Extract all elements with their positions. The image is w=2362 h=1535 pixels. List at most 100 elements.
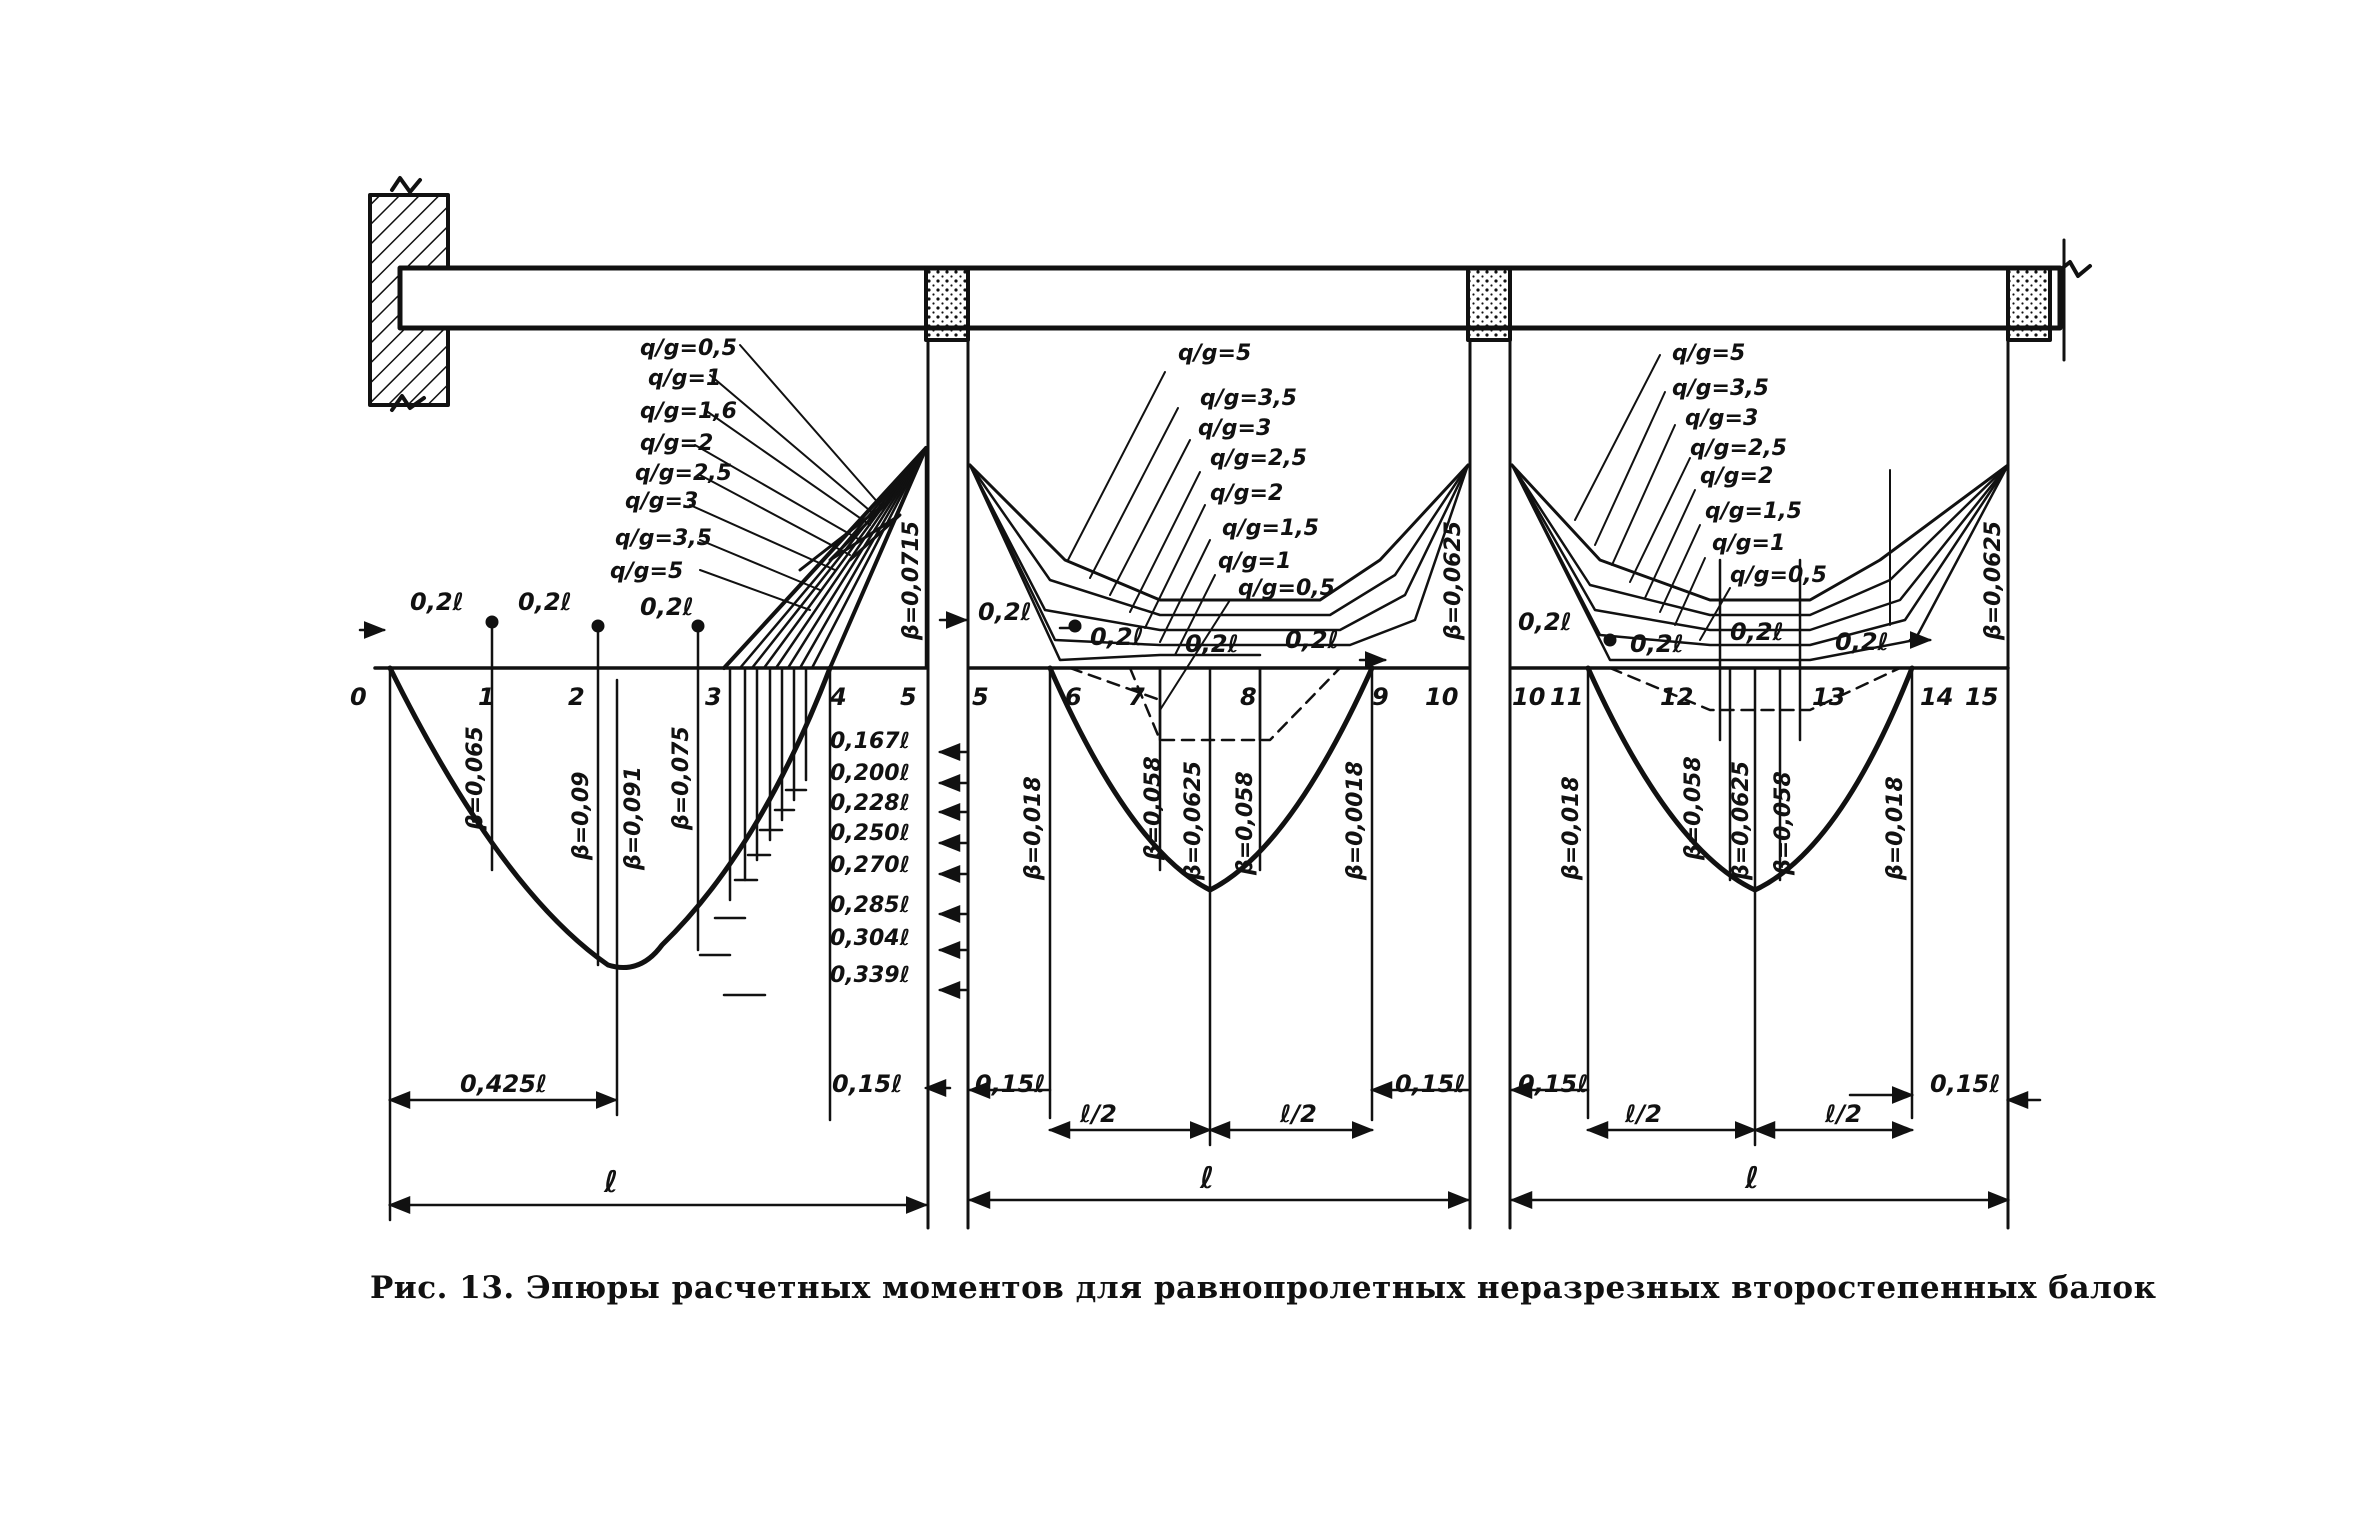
beta-label: β=0,018	[1883, 776, 1908, 881]
point-label: 9	[1372, 683, 1389, 711]
dimension-label: ℓ	[603, 1165, 618, 1200]
dimension-label: ℓ/2	[1079, 1100, 1117, 1128]
beta-label: β=0,0018	[1343, 761, 1368, 881]
wall-break-top	[390, 176, 422, 194]
span2-beta-labels: β=0,018 β=0,058 β=0,0625 β=0,058 β=0,001…	[1021, 521, 1466, 881]
dimension-label: 0,15ℓ	[1518, 1070, 1589, 1098]
segment-label: 0,2ℓ	[1285, 626, 1339, 654]
ratio-label: q/g=0,5	[1730, 563, 1827, 588]
segment-label: 0,2ℓ	[1090, 623, 1144, 651]
point-label: 0	[350, 683, 367, 711]
span3-segment-labels: 0,2ℓ 0,2ℓ 0,2ℓ 0,2ℓ	[1518, 608, 1889, 658]
span3-point-labels: 10 11 12 13 14 15	[1512, 683, 1998, 711]
column-support-3	[2006, 266, 2052, 342]
point-label: 10	[1512, 683, 1545, 711]
beam	[397, 265, 2063, 331]
dimension-label: ℓ	[1199, 1161, 1214, 1196]
column-support-2	[1466, 266, 1512, 342]
segment-label: 0,2ℓ	[518, 588, 572, 616]
beta-label: β=0,058	[1681, 756, 1706, 861]
figure-caption: Рис. 13. Эпюры расчетных моментов для ра…	[370, 1270, 2157, 1306]
span2-point-labels: 5 6 7 8 9 10	[972, 683, 1458, 711]
beta-label: β=0,0625	[1181, 761, 1206, 881]
segment-label: 0,2ℓ	[1835, 628, 1889, 656]
dimension-label: ℓ	[1744, 1161, 1759, 1196]
beta-label: β=0,058	[1141, 756, 1166, 861]
beta-label: β=0,065	[463, 726, 488, 831]
point-label: 10	[1425, 683, 1458, 711]
dimension-label: 0,15ℓ	[832, 1070, 903, 1098]
dimension-label: 0,15ℓ	[1930, 1070, 2001, 1098]
beta-label: β=0,075	[669, 726, 694, 831]
ratio-label: q/g=0,5	[1238, 576, 1335, 601]
ratio-label: q/g=0,5	[640, 336, 737, 361]
beta-label: β=0,09	[569, 772, 594, 861]
beta-label: β=0,0715	[899, 521, 924, 641]
ratio-label: q/g=2	[1700, 464, 1773, 489]
point-label: 1	[478, 683, 495, 711]
point-label: 2	[568, 683, 585, 711]
ratio-label: q/g=1	[648, 366, 721, 391]
point-label: 6	[1065, 683, 1082, 711]
beta-label: β=0,0625	[1441, 521, 1466, 641]
ratio-label: q/g=2,5	[1210, 446, 1307, 471]
segment-label: 0,2ℓ	[1630, 630, 1684, 658]
ratio-label: q/g=2	[640, 431, 713, 456]
ratio-label: q/g=2,5	[1690, 436, 1787, 461]
span2-group	[938, 371, 1471, 1209]
span3-ratio-labels: q/g=5 q/g=3,5 q/g=3 q/g=2,5 q/g=2 q/g=1,…	[1672, 341, 1827, 588]
beta-label: β=0,0625	[1729, 761, 1754, 881]
ratio-label: q/g=3,5	[615, 526, 712, 551]
point-label: 15	[1965, 683, 1998, 711]
segment-label: 0,2ℓ	[640, 593, 694, 621]
span1-dimension-labels: 0,425ℓ 0,15ℓ ℓ	[460, 1070, 903, 1200]
segment-label: 0,2ℓ	[1518, 608, 1572, 636]
offset-label: 0,285ℓ	[830, 893, 910, 918]
segment-label: 0,2ℓ	[410, 588, 464, 616]
ratio-label: q/g=3	[1685, 406, 1758, 431]
span1-group	[358, 344, 968, 1222]
span2-dimension-labels: 0,15ℓ ℓ/2 ℓ/2 0,15ℓ ℓ	[975, 1070, 1466, 1196]
beta-label: β=0,0625	[1981, 521, 2006, 641]
point-label: 5	[900, 683, 917, 711]
span1-segment-labels: 0,2ℓ 0,2ℓ 0,2ℓ	[410, 588, 694, 621]
offset-label: 0,200ℓ	[830, 761, 910, 786]
ratio-label: q/g=5	[1672, 341, 1745, 366]
structure-group	[368, 176, 2092, 1230]
span3-beta-labels: β=0,018 β=0,058 β=0,0625 β=0,058 β=0,018…	[1559, 521, 2006, 881]
ratio-label: q/g=3	[625, 489, 698, 514]
span1-ratio-labels: q/g=0,5 q/g=1 q/g=1,6 q/g=2 q/g=2,5 q/g=…	[610, 336, 737, 584]
span1-positive-envelope	[387, 665, 833, 970]
point-label: 11	[1550, 683, 1583, 711]
ratio-label: q/g=1	[1712, 531, 1785, 556]
point-label: 5	[972, 683, 989, 711]
ratio-label: q/g=1	[1218, 549, 1291, 574]
point-label: 7	[1128, 683, 1145, 711]
span2-ratio-labels: q/g=5 q/g=3,5 q/g=3 q/g=2,5 q/g=2 q/g=1,…	[1178, 341, 1335, 601]
wall-break-bottom	[390, 394, 426, 412]
point-label: 14	[1920, 683, 1953, 711]
offset-label: 0,339ℓ	[830, 963, 910, 988]
dimension-label: 0,15ℓ	[1395, 1070, 1466, 1098]
segment-label: 0,2ℓ	[1730, 618, 1784, 646]
span3-group	[1509, 354, 2042, 1209]
dimension-label: 0,15ℓ	[975, 1070, 1046, 1098]
segment-label: 0,2ℓ	[978, 598, 1032, 626]
offset-label: 0,270ℓ	[830, 853, 910, 878]
ratio-label: q/g=2,5	[635, 461, 732, 486]
point-label: 13	[1812, 683, 1845, 711]
span1-beta-labels: β=0,065 β=0,09 β=0,091 β=0,075 β=0,0715	[463, 521, 924, 871]
dimension-label: ℓ/2	[1624, 1100, 1662, 1128]
beta-label: β=0,018	[1559, 776, 1584, 881]
ratio-label: q/g=1,5	[1705, 499, 1802, 524]
ratio-label: q/g=1,5	[1222, 516, 1319, 541]
ratio-label: q/g=3	[1198, 416, 1271, 441]
beta-label: β=0,058	[1771, 771, 1796, 876]
column-support-1	[924, 266, 970, 342]
beta-label: β=0,091	[621, 766, 646, 871]
offset-label: 0,250ℓ	[830, 821, 910, 846]
span1-point-labels: 0 1 2 3 4 5	[350, 683, 917, 711]
ratio-label: q/g=3,5	[1672, 376, 1769, 401]
span1-offset-labels: 0,167ℓ 0,200ℓ 0,228ℓ 0,250ℓ 0,270ℓ 0,285…	[830, 729, 910, 988]
